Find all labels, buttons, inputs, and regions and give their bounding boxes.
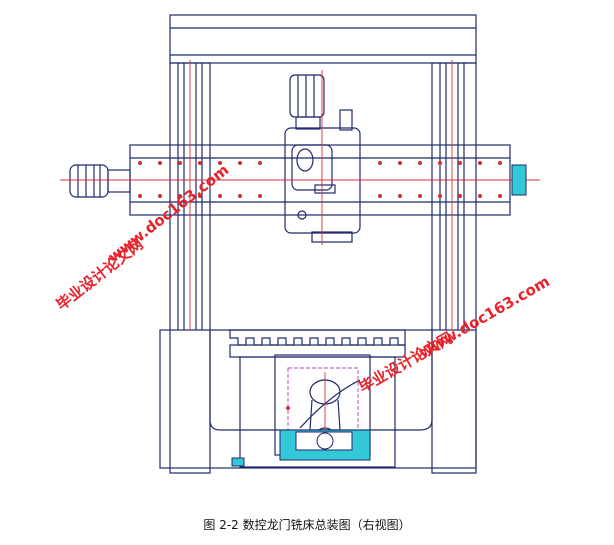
spindle-head [284,127,361,234]
figure-caption: 图 2-2 数控龙门铣床总装图（右视图） [203,518,411,532]
worktable [229,329,406,346]
spindle-motor [289,74,325,118]
right-column [431,62,477,474]
x-axis-motor [69,164,109,198]
top-crossbeam [169,14,477,64]
